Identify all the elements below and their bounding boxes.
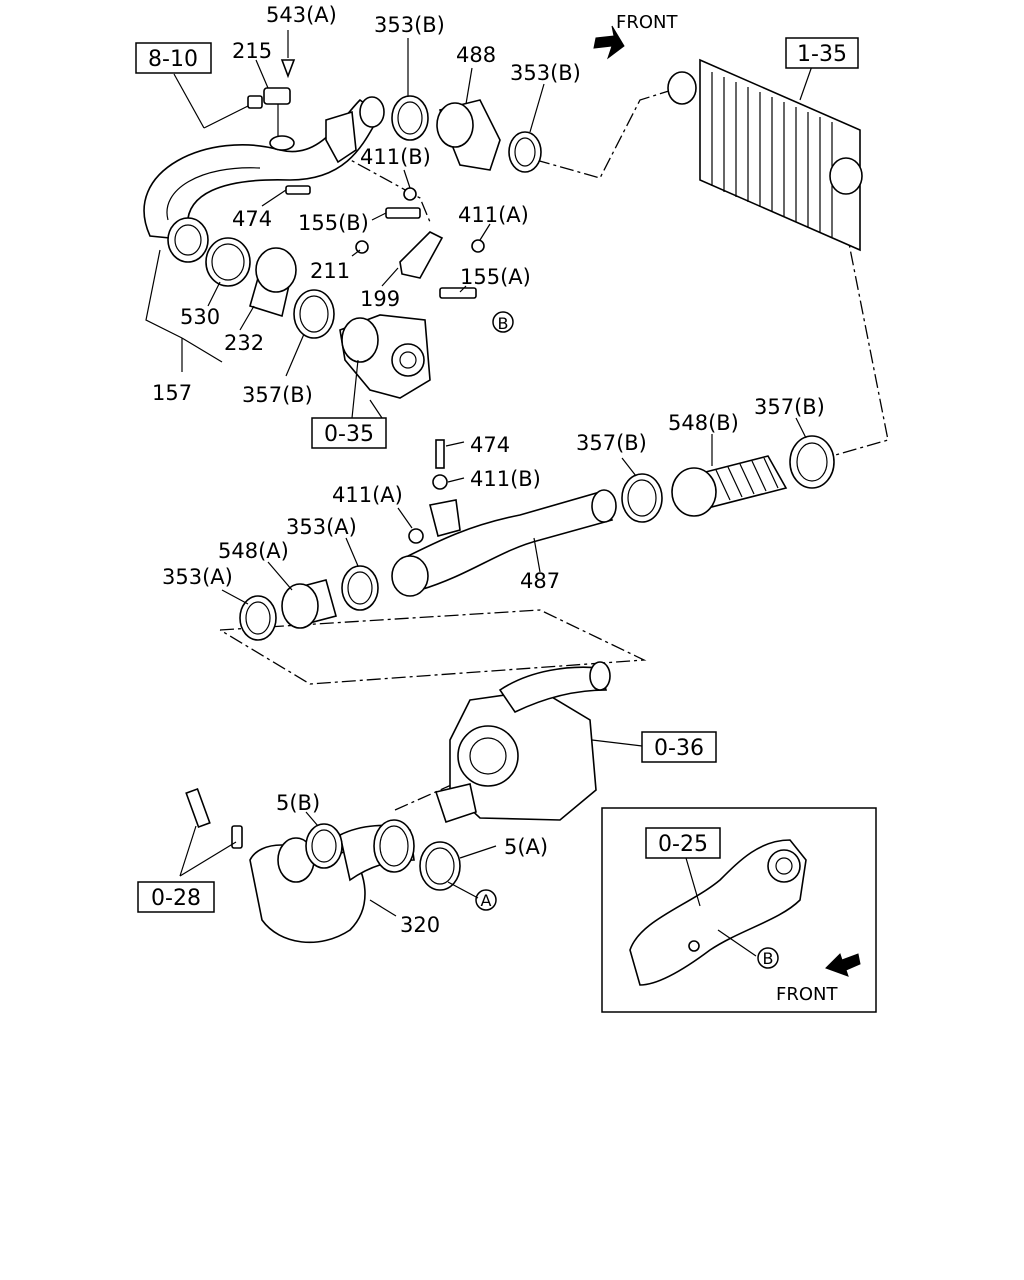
clip-215 <box>263 87 291 105</box>
ref-0-25: 0-25 <box>658 832 708 857</box>
ref-box-0-36 <box>641 731 717 763</box>
label-353b-top: 353(B) <box>374 13 445 37</box>
label-543a: 543(A) <box>266 3 337 27</box>
label-front-inset: FRONT <box>776 984 838 1005</box>
leader-lines <box>145 30 813 957</box>
nut-411a-top <box>471 239 485 253</box>
ref-8-10: 8-10 <box>148 47 198 72</box>
bracket-199 <box>399 231 444 279</box>
ref-0-36: 0-36 <box>654 736 704 761</box>
dash-intercooler-to-hose <box>831 177 889 457</box>
label-488: 488 <box>456 43 496 67</box>
label-5b: 5(B) <box>276 791 320 815</box>
label-232: 232 <box>224 331 264 355</box>
nut-411b-mid <box>432 474 448 490</box>
front-arrow-inset <box>825 953 861 977</box>
label-155b: 155(B) <box>298 211 369 235</box>
label-353a-left: 353(A) <box>162 565 233 589</box>
sensor-rod <box>247 95 263 109</box>
ref-box-0-28 <box>137 881 215 913</box>
label-215: 215 <box>232 39 272 63</box>
turbocharger <box>449 689 597 821</box>
ref-0-35: 0-35 <box>324 422 374 447</box>
label-front-top: FRONT <box>616 12 678 33</box>
ref-1-35: 1-35 <box>797 42 847 67</box>
bolt-155a <box>439 287 477 299</box>
label-5a: 5(A) <box>504 835 548 859</box>
upper-intake-hose <box>143 98 382 241</box>
clamp-530 <box>205 237 251 287</box>
screw-543a <box>280 59 296 79</box>
marker-a: A <box>481 891 492 910</box>
bolt-474-top <box>285 185 311 195</box>
dash-hose-to-intercooler <box>535 89 673 179</box>
label-474-top: 474 <box>232 207 272 231</box>
pipe-bracket <box>429 499 461 537</box>
label-474-mid: 474 <box>470 433 510 457</box>
marker-a-circle <box>475 889 497 911</box>
label-487: 487 <box>520 569 560 593</box>
label-357b-mid: 357(B) <box>576 431 647 455</box>
label-548b: 548(B) <box>668 411 739 435</box>
dash-bracket-link <box>335 151 431 223</box>
label-155a: 155(A) <box>460 265 531 289</box>
nut-411b-top <box>403 187 417 201</box>
dash-clamp-to-turbo <box>219 609 647 685</box>
marker-b-circle <box>492 311 514 333</box>
bolt-474-mid <box>435 439 445 469</box>
front-arrow-top <box>593 25 625 60</box>
label-353a-mid: 353(A) <box>286 515 357 539</box>
label-530: 530 <box>180 305 220 329</box>
label-199: 199 <box>360 287 400 311</box>
ref-box-0-25 <box>645 827 721 859</box>
label-411b-mid: 411(B) <box>470 467 541 491</box>
hose-end-ring <box>167 217 209 263</box>
label-320: 320 <box>400 913 440 937</box>
nut-411a-mid <box>408 528 424 544</box>
intercooler-inlet <box>667 71 697 105</box>
ref-box-1-35 <box>785 37 859 69</box>
marker-b-inset-circle <box>757 947 779 969</box>
intercooler-outlet <box>829 157 863 195</box>
ref-box-8-10 <box>135 42 212 74</box>
ref-0-28: 0-28 <box>151 886 201 911</box>
label-357b-right: 357(B) <box>754 395 825 419</box>
turbo-actuator <box>434 783 477 824</box>
label-548a: 548(A) <box>218 539 289 563</box>
washer-211 <box>355 240 369 254</box>
vacuum-hose <box>185 788 211 828</box>
bolt-155b <box>385 207 421 219</box>
hose-bracket <box>325 110 357 164</box>
marker-b-inset: B <box>763 949 774 968</box>
intake-manifold <box>629 839 807 986</box>
label-411b-top: 411(B) <box>360 145 431 169</box>
label-211: 211 <box>310 259 350 283</box>
clamp-353b-right <box>508 131 542 173</box>
label-411a-top: 411(A) <box>458 203 529 227</box>
label-411a-mid: 411(A) <box>332 483 403 507</box>
label-353b-right: 353(B) <box>510 61 581 85</box>
ref-box-0-35 <box>311 417 387 449</box>
label-157: 157 <box>152 381 192 405</box>
pipe-487 <box>398 491 614 591</box>
marker-b: B <box>498 314 509 333</box>
vacuum-nipple <box>231 825 243 849</box>
label-357b-left: 357(B) <box>242 383 313 407</box>
